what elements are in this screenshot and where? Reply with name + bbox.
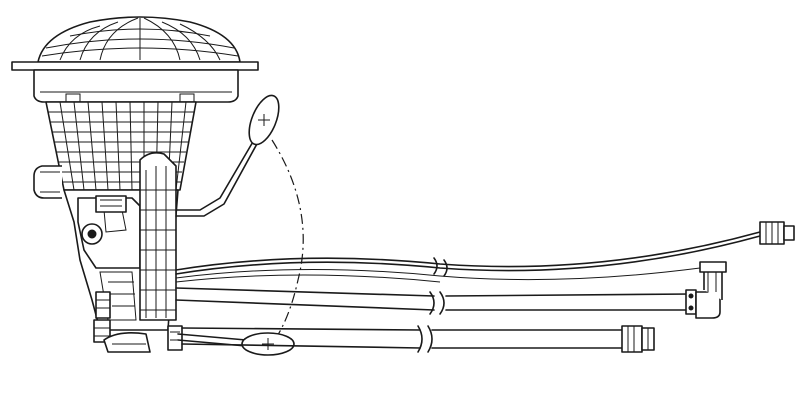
fuel-pipe-lower	[181, 325, 655, 353]
float-swing-arc	[271, 139, 304, 339]
mounting-flange	[11, 16, 259, 103]
plug-connector	[759, 221, 795, 245]
wire-harness	[175, 231, 761, 283]
float-icon	[241, 332, 295, 356]
float-icon	[248, 94, 280, 146]
fuel-pipe-upper	[175, 261, 727, 319]
float-arm-upper	[175, 139, 259, 217]
pump-housing	[63, 152, 183, 353]
